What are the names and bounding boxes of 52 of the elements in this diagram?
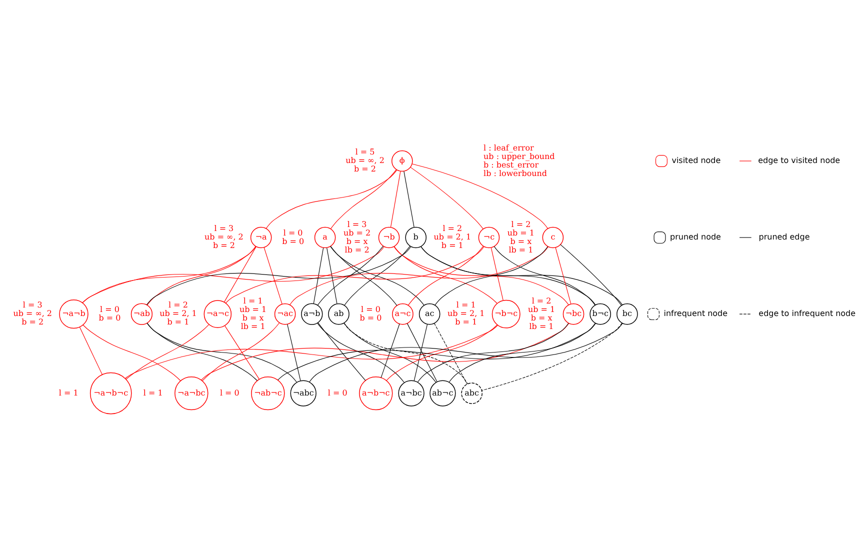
connector bbox=[82, 246, 256, 303]
connector bbox=[480, 322, 622, 391]
connector bbox=[390, 170, 400, 228]
connector bbox=[343, 322, 436, 383]
connector bbox=[406, 323, 437, 382]
connector bbox=[434, 246, 548, 306]
connector bbox=[403, 170, 414, 228]
connector bbox=[490, 247, 503, 300]
connector bbox=[82, 324, 180, 382]
connector bbox=[416, 322, 568, 382]
connector bbox=[146, 322, 297, 383]
connector bbox=[124, 325, 498, 379]
connector bbox=[380, 324, 400, 378]
connector bbox=[200, 323, 569, 380]
connector bbox=[343, 322, 468, 384]
connector bbox=[554, 247, 571, 304]
connector bbox=[316, 246, 383, 306]
connector bbox=[344, 246, 410, 306]
connector bbox=[413, 324, 428, 382]
connector bbox=[330, 246, 397, 306]
connector bbox=[560, 244, 622, 306]
connector bbox=[265, 170, 397, 229]
connector bbox=[308, 323, 622, 382]
connector bbox=[326, 248, 337, 304]
connector bbox=[330, 246, 424, 306]
connector bbox=[146, 246, 256, 306]
connector bbox=[146, 246, 411, 306]
connector bbox=[277, 323, 596, 380]
connector bbox=[146, 322, 257, 381]
connector bbox=[493, 246, 595, 306]
connector bbox=[330, 169, 396, 230]
connector bbox=[317, 322, 366, 381]
connector bbox=[316, 322, 404, 383]
connector bbox=[411, 164, 548, 229]
connector bbox=[289, 246, 548, 306]
connector bbox=[202, 322, 280, 382]
connector bbox=[82, 246, 384, 303]
connector bbox=[78, 326, 102, 375]
connector bbox=[224, 246, 484, 304]
connector bbox=[224, 326, 260, 380]
connector bbox=[410, 167, 483, 230]
connector bbox=[312, 248, 324, 304]
connector bbox=[263, 247, 282, 304]
connector bbox=[407, 246, 484, 306]
connector bbox=[386, 324, 497, 381]
connector bbox=[433, 323, 467, 384]
connector bbox=[393, 246, 497, 304]
connector bbox=[286, 324, 300, 382]
connector bbox=[224, 246, 256, 302]
connector bbox=[125, 324, 209, 380]
connector bbox=[393, 246, 568, 306]
connector bbox=[448, 322, 596, 382]
